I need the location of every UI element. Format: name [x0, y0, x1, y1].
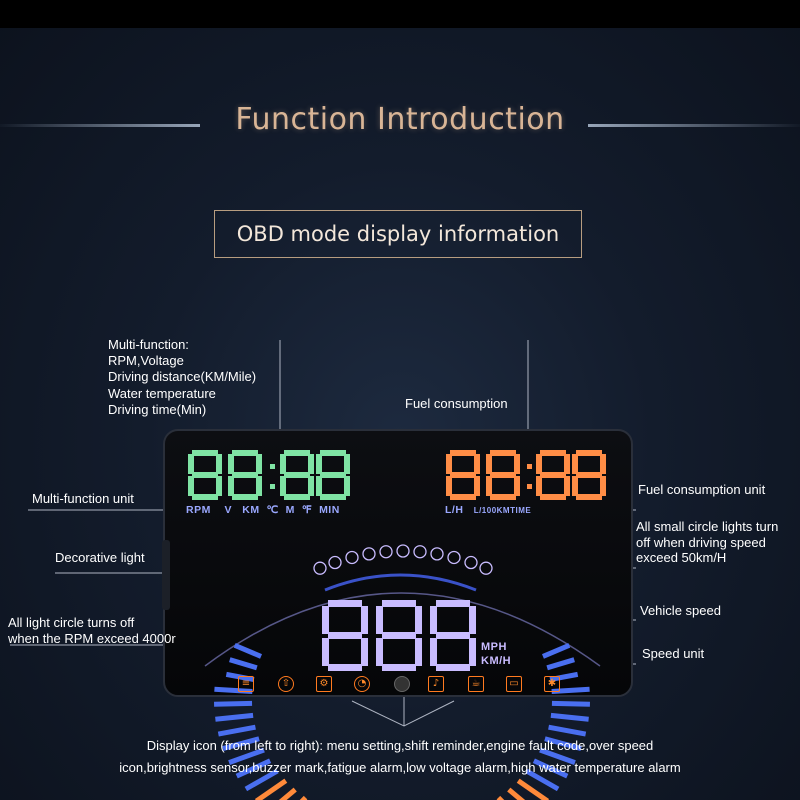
engine-fault-icon: ⚙ [316, 676, 332, 692]
speed-arc [204, 592, 601, 667]
page-title: Function Introduction [235, 102, 565, 137]
fatigue-alarm-icon: ☕ [468, 676, 484, 692]
unit-km: KM [242, 504, 260, 516]
display-icon-description-1: Display icon (from left to right): menu … [146, 738, 654, 753]
label-multi-line: Water temperature [108, 385, 216, 401]
buzzer-icon: ♪ [428, 676, 444, 692]
small-circle-light [345, 550, 359, 565]
small-circle-light [464, 555, 478, 570]
light-bar [546, 657, 575, 671]
label-light-circle-line: when the RPM exceed 4000r [8, 630, 176, 646]
right-light-bars [496, 643, 590, 800]
light-bar [233, 643, 263, 659]
unit-v: V [224, 504, 233, 516]
hud-body [163, 429, 633, 697]
shift-reminder-icon: ⇧ [278, 676, 294, 692]
unit-l100km-time: L/100KMTIME [473, 506, 532, 515]
line-icons [351, 700, 455, 727]
small-circle-light [313, 561, 327, 575]
label-vehicle-speed: Vehicle speed [640, 603, 721, 618]
light-bar [235, 758, 272, 779]
unit-kmh: KM/H [481, 655, 512, 667]
light-bar [228, 747, 265, 765]
display-icon-bar: ≡ ⇧ ⚙ ◔ ♪ ☕ ▭ ✱ [228, 672, 574, 696]
label-multi-line: RPM,Voltage [108, 353, 184, 369]
menu-setting-icon: ≡ [238, 676, 254, 692]
label-multi-line: Driving time(Min) [108, 401, 207, 417]
light-bar [525, 768, 560, 792]
light-bar [551, 700, 590, 707]
light-bar [548, 724, 587, 737]
subtitle-box: OBD mode display information [214, 210, 582, 258]
small-circle-light [328, 555, 342, 570]
unit-mph: MPH [481, 641, 507, 653]
light-bar [217, 724, 256, 737]
light-bar [539, 747, 576, 765]
light-bar [507, 787, 526, 800]
small-circle-light [479, 561, 493, 575]
label-light-circle-rpm: All light circle turns off when the RPM … [8, 615, 176, 646]
unit-fahrenheit: ℉ [301, 504, 313, 516]
title-decor-line-right [588, 124, 800, 127]
small-circle-light [430, 547, 444, 561]
light-bar [532, 758, 569, 779]
light-bar [214, 700, 253, 707]
small-circle-light [379, 545, 393, 559]
label-multi-function: Multi-function: RPM,Voltage Driving dist… [108, 337, 256, 418]
speed-unit-block: MPH KM/H [481, 640, 511, 668]
unit-rpm: RPM [186, 504, 211, 516]
light-bar [215, 712, 254, 722]
label-small-circle-line: exceed 50km/H [636, 550, 727, 565]
high-water-temp-icon: ✱ [544, 676, 560, 692]
hud-side-button [162, 540, 170, 610]
label-light-circle-line: All light circle turns off [8, 615, 135, 630]
label-fuel-consumption: Fuel consumption [405, 396, 508, 411]
label-small-circle-line: All small circle lights turn [636, 519, 779, 534]
top-black-bar [0, 0, 800, 28]
left-unit-row: RPM V KM ℃ M ℉ MIN [186, 504, 340, 516]
brightness-sensor-icon [394, 676, 410, 692]
unit-m: M [285, 504, 295, 516]
unit-lh: L/H [445, 504, 464, 516]
multi-function-digits [188, 450, 350, 500]
light-bar [222, 736, 260, 751]
unit-celsius: ℃ [266, 504, 279, 516]
small-circle-light [447, 550, 461, 565]
small-circle-light [396, 544, 410, 558]
label-multi-line: Driving distance(KM/Mile) [108, 369, 257, 385]
label-small-circle-lights: All small circle lights turn off when dr… [636, 519, 778, 566]
light-bar [229, 657, 258, 671]
light-bar [549, 671, 579, 683]
light-bar [550, 712, 589, 722]
subtitle-text: OBD mode display information [236, 222, 560, 246]
left-light-bars [214, 643, 308, 800]
light-bar [278, 787, 297, 800]
over-speed-icon: ◔ [354, 676, 370, 692]
low-voltage-icon: ▭ [506, 676, 522, 692]
label-multi-line: Multi-function: [108, 337, 189, 352]
label-multi-function-unit: Multi-function unit [32, 491, 134, 506]
light-bar [244, 768, 279, 792]
label-decorative-light: Decorative light [55, 550, 145, 565]
label-speed-unit: Speed unit [642, 646, 705, 661]
fuel-consumption-digits [446, 450, 606, 500]
light-bar [544, 736, 582, 751]
right-unit-row: L/H L/100KMTIME [445, 504, 531, 516]
small-circle-light [362, 547, 376, 561]
label-small-circle-line: off when driving speed [636, 534, 766, 550]
display-icon-description-2: icon,brightness sensor,buzzer mark,fatig… [119, 760, 681, 775]
light-bar [541, 643, 571, 659]
inner-blue-arc [324, 573, 477, 592]
unit-min: MIN [319, 504, 340, 516]
small-circle-lights [313, 544, 493, 575]
small-circle-light [413, 545, 427, 559]
speed-digits [322, 600, 476, 671]
title-decor-line-left [0, 124, 200, 127]
light-bar [254, 778, 288, 800]
light-bar [516, 778, 550, 800]
label-fuel-consumption-unit: Fuel consumption unit [638, 482, 766, 497]
